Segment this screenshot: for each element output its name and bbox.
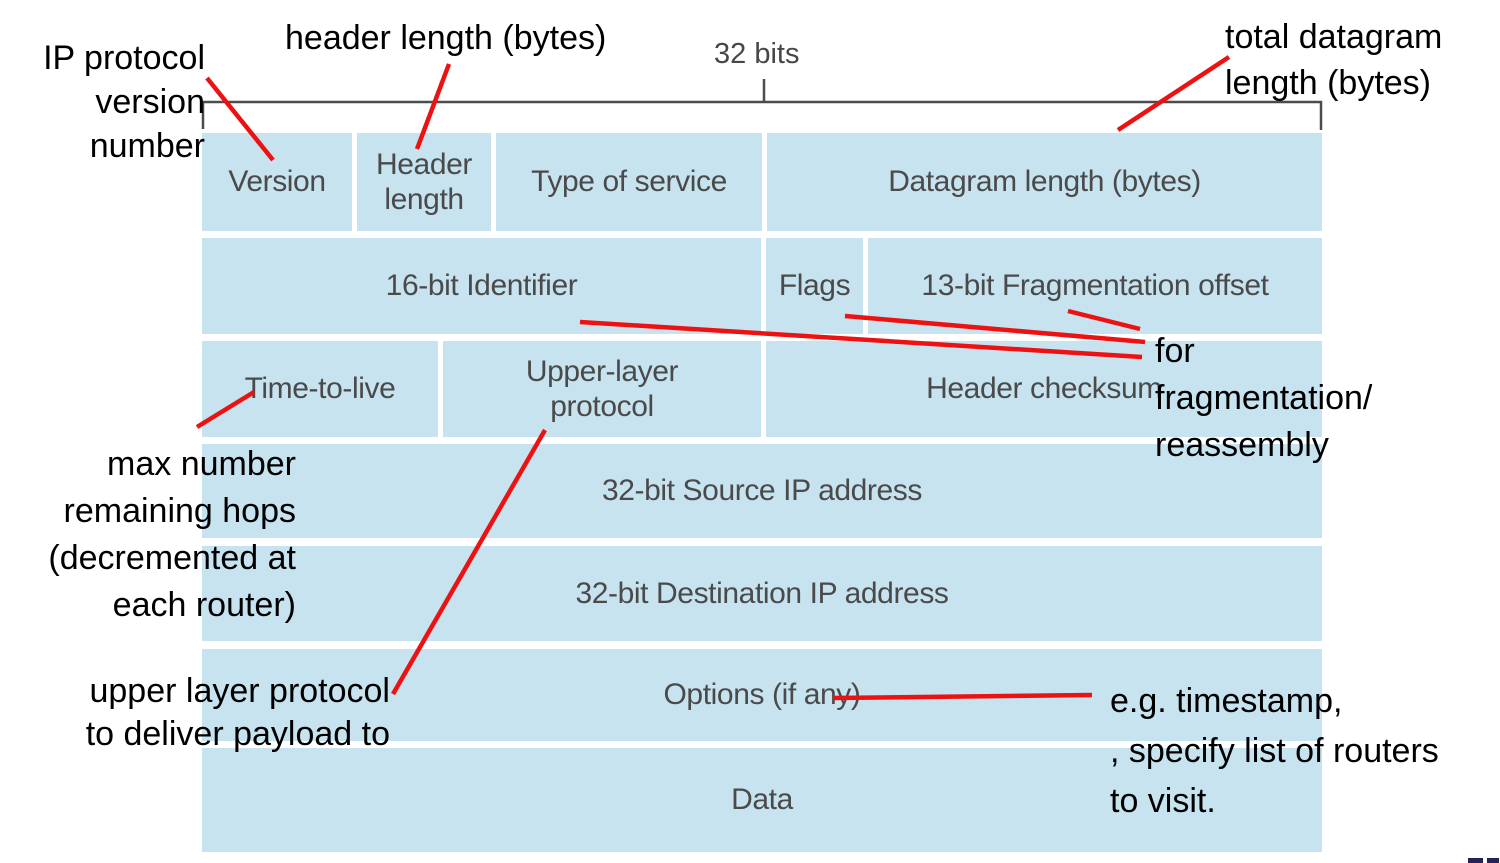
- pointer-identifier-frag-line: [579, 319, 1143, 360]
- bits-width-label: 32 bits: [714, 38, 800, 70]
- clipped-page-number-mark: [1487, 858, 1499, 863]
- field-destination-ip-label: 32-bit Destination IP address: [575, 576, 949, 610]
- field-options-cell: Options (if any): [202, 649, 1322, 741]
- field-data-label: Data: [731, 783, 793, 817]
- clipped-page-number-mark: [1468, 858, 1483, 863]
- field-fragmentation-offset-label: 13-bit Fragmentation offset: [921, 269, 1269, 303]
- field-type-of-service-label: Type of service: [531, 165, 727, 199]
- pointer-header-length-line: [414, 63, 452, 150]
- pointer-upper-layer-line: [391, 428, 547, 696]
- field-header-checksum-label: Header checksum: [926, 372, 1162, 406]
- field-data-cell: Data: [202, 748, 1322, 852]
- pointer-ip-version-line: [205, 76, 275, 162]
- field-time-to-live-label: Time-to-live: [244, 372, 396, 406]
- pointer-offset-frag-line: [1067, 308, 1141, 332]
- field-destination-ip-cell: 32-bit Destination IP address: [202, 546, 1322, 641]
- note-fragmentation: for fragmentation/ reassembly: [1155, 332, 1373, 464]
- note-header-length: header length (bytes): [285, 19, 607, 57]
- pointer-ttl-line: [195, 390, 256, 429]
- field-time-to-live-cell: Time-to-live: [202, 341, 438, 437]
- field-datagram-length-label: Datagram length (bytes): [888, 165, 1201, 199]
- pointer-flags-frag-line: [844, 313, 1146, 345]
- pointer-total-length-line: [1116, 55, 1231, 132]
- note-options-examples: e.g. timestamp, , specify list of router…: [1110, 682, 1439, 820]
- field-identifier-cell: 16-bit Identifier: [202, 238, 761, 334]
- field-header-checksum-cell: Header checksum: [766, 341, 1322, 437]
- field-version-label: Version: [228, 165, 326, 199]
- field-type-of-service-cell: Type of service: [496, 133, 762, 231]
- field-datagram-length-cell: Datagram length (bytes): [767, 133, 1322, 231]
- field-source-ip-label: 32-bit Source IP address: [601, 474, 923, 508]
- note-ttl: max number remaining hops (decremented a…: [48, 445, 296, 624]
- field-upper-layer-protocol-cell: Upper-layer protocol: [443, 341, 761, 437]
- pointer-options-line: [832, 692, 1093, 701]
- note-upper-layer: upper layer protocol to deliver payload …: [85, 672, 390, 753]
- field-version-cell: Version: [202, 133, 352, 231]
- bits-width-bracket: [201, 100, 1323, 130]
- field-flags-label: Flags: [778, 269, 851, 303]
- field-header-length-label: Header length: [376, 147, 472, 216]
- note-ip-version: IP protocol version number: [43, 39, 205, 165]
- field-fragmentation-offset-cell: 13-bit Fragmentation offset: [868, 238, 1322, 334]
- field-options-label: Options (if any): [663, 678, 861, 712]
- field-source-ip-cell: 32-bit Source IP address: [202, 444, 1322, 538]
- field-identifier-label: 16-bit Identifier: [385, 269, 578, 303]
- field-upper-layer-protocol-label: Upper-layer protocol: [525, 354, 679, 423]
- field-header-length-cell: Header length: [357, 133, 491, 231]
- note-total-datagram-length: total datagram length (bytes): [1225, 18, 1443, 102]
